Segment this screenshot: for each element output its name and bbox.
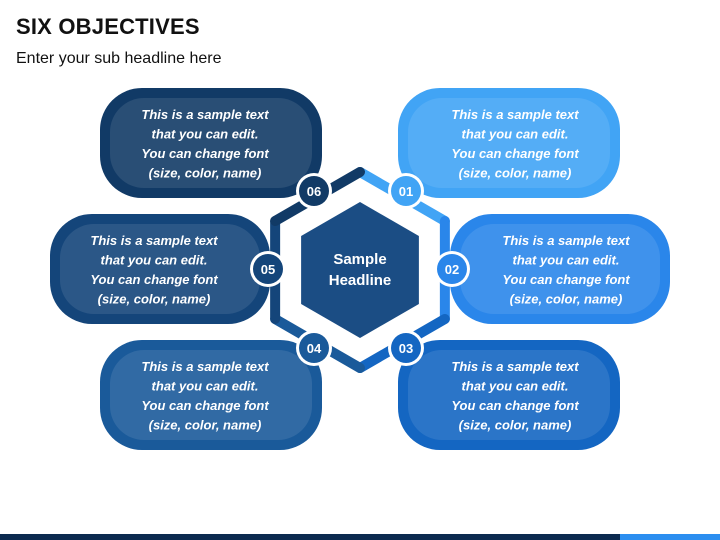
objective-number-badge: 04 bbox=[296, 330, 332, 366]
objective-text-line: that you can edit. bbox=[462, 379, 569, 394]
objective-card-06: This is a sample text that you can edit. Y… bbox=[100, 88, 332, 209]
objective-text-line: This is a sample text bbox=[451, 359, 579, 374]
objective-number: 04 bbox=[307, 341, 322, 356]
badge-circle bbox=[391, 176, 421, 206]
objective-cards: This is a sample text that you can edit. Y… bbox=[50, 88, 670, 450]
objective-card-shape bbox=[100, 88, 322, 198]
objective-number-badge: 05 bbox=[250, 251, 286, 287]
objective-text-line: that you can edit. bbox=[462, 127, 569, 142]
center-hexagon: Sample Headline bbox=[301, 202, 419, 338]
objective-text-line: (size, color, name) bbox=[98, 292, 211, 307]
objective-card-inner bbox=[110, 350, 312, 440]
objective-card-03: This is a sample text that you can edit. Y… bbox=[388, 330, 620, 450]
center-hexagon-shape bbox=[301, 202, 419, 338]
objective-card-shape bbox=[100, 340, 322, 450]
objective-text-line: You can change font bbox=[502, 272, 630, 287]
objective-card-shape bbox=[450, 214, 670, 324]
objective-text-line: This is a sample text bbox=[502, 233, 630, 248]
center-headline-line-1: Sample bbox=[333, 251, 386, 268]
objective-number: 05 bbox=[261, 262, 275, 277]
objective-text-line: (size, color, name) bbox=[149, 166, 262, 181]
objective-number-badge: 01 bbox=[388, 173, 424, 209]
objective-text-line: This is a sample text bbox=[141, 107, 269, 122]
objective-text-line: This is a sample text bbox=[90, 233, 218, 248]
objective-text-line: that you can edit. bbox=[152, 379, 259, 394]
objective-text-line: (size, color, name) bbox=[459, 166, 572, 181]
badge-circle bbox=[391, 333, 421, 363]
objective-text-line: You can change font bbox=[451, 398, 579, 413]
objective-number: 03 bbox=[399, 341, 413, 356]
objective-card-shape bbox=[398, 340, 620, 450]
footer-bar-light bbox=[620, 534, 720, 540]
objective-number: 06 bbox=[307, 184, 321, 199]
objective-text-line: You can change font bbox=[141, 398, 269, 413]
objective-card-inner bbox=[60, 224, 260, 314]
objective-text-line: You can change font bbox=[451, 146, 579, 161]
objective-text-line: (size, color, name) bbox=[149, 418, 262, 433]
objective-text-line: (size, color, name) bbox=[459, 418, 572, 433]
objective-text-line: You can change font bbox=[90, 272, 218, 287]
objective-card-inner bbox=[408, 350, 610, 440]
objective-card-05: This is a sample text that you can edit. Y… bbox=[50, 214, 286, 324]
objective-card-04: This is a sample text that you can edit. Y… bbox=[100, 330, 332, 450]
objective-text-line: that you can edit. bbox=[101, 253, 208, 268]
objective-text-line: that you can edit. bbox=[513, 253, 620, 268]
badge-circle bbox=[299, 333, 329, 363]
objective-text-line: (size, color, name) bbox=[510, 292, 623, 307]
objective-card-inner bbox=[460, 224, 660, 314]
page-subtitle: Enter your sub headline here bbox=[16, 50, 222, 67]
badge-circle bbox=[437, 254, 467, 284]
center-headline-line-2: Headline bbox=[329, 272, 392, 289]
page-title: SIX OBJECTIVES bbox=[16, 14, 200, 39]
objective-card-shape bbox=[50, 214, 270, 324]
objective-text-line: You can change font bbox=[141, 146, 269, 161]
objective-card-02: This is a sample text that you can edit. Y… bbox=[434, 214, 670, 324]
objective-card-inner bbox=[110, 98, 312, 188]
objective-card-shape bbox=[398, 88, 620, 198]
objective-number-badge: 06 bbox=[296, 173, 332, 209]
objective-text-line: This is a sample text bbox=[451, 107, 579, 122]
objective-number-badge: 02 bbox=[434, 251, 470, 287]
objective-number-badge: 03 bbox=[388, 330, 424, 366]
badge-circle bbox=[299, 176, 329, 206]
footer-bar-dark bbox=[0, 534, 620, 540]
badge-circle bbox=[253, 254, 283, 284]
objective-card-inner bbox=[408, 98, 610, 188]
objective-number: 02 bbox=[445, 262, 459, 277]
objective-text-line: that you can edit. bbox=[152, 127, 259, 142]
objective-text-line: This is a sample text bbox=[141, 359, 269, 374]
objective-card-01: This is a sample text that you can edit. Y… bbox=[388, 88, 620, 209]
objective-number: 01 bbox=[399, 184, 413, 199]
